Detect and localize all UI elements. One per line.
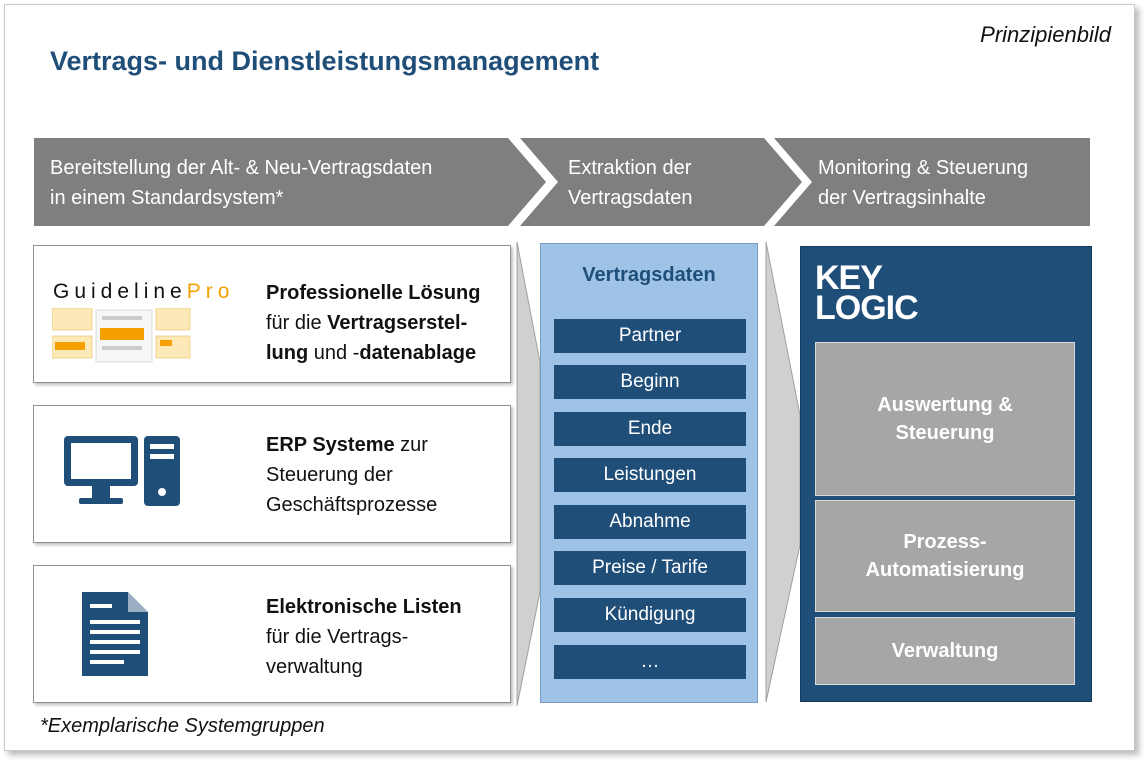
module-verwaltung: Verwaltung [815,617,1075,685]
funnel-left [516,241,541,707]
field-partner: Partner [554,319,746,353]
source-erp: ERP Systeme zur Steuerung der Geschäftsp… [33,405,511,543]
principle-tag: Prinzipienbild [980,22,1111,47]
field-more: … [554,645,746,679]
lists-description: Elektronische Listen für die Vertrags- v… [266,596,462,678]
process-chevrons [34,138,1090,226]
keylogic-panel: KEY LOGIC Auswertung &Steuerung Prozess-… [800,246,1092,702]
computer-icon [64,436,180,506]
contract-data-panel: Vertragsdaten Partner Beginn Ende Leistu… [540,243,758,703]
keylogic-logo: KEY LOGIC [815,259,919,327]
field-kuendigung: Kündigung [554,598,746,632]
field-abnahme: Abnahme [554,505,746,539]
guidelinepro-description: Professionelle Lösung für die Vertragser… [266,282,481,364]
field-preise-tarife: Preise / Tarife [554,551,746,585]
chevron-step-2 [520,138,802,226]
chevron-step-3 [774,138,1090,226]
source-lists: Elektronische Listen für die Vertrags- v… [33,565,511,703]
guidelinepro-logo: GuidelinePro [53,280,235,303]
module-auswertung-steuerung: Auswertung &Steuerung [815,342,1075,496]
contract-data-title: Vertragsdaten [582,264,716,286]
funnel-right [765,241,801,703]
field-beginn: Beginn [554,365,746,399]
guidelinepro-screenshot-icon [52,308,191,363]
chevron-step-1 [34,138,546,226]
page-title: Vertrags- und Dienstleistungsmanagement [50,46,600,76]
step-1-label: Bereitstellung der Alt- & Neu-Vertragsda… [50,157,433,209]
field-leistungen: Leistungen [554,458,746,492]
footnote: *Exemplarische Systemgruppen [40,715,325,737]
module-prozess-automatisierung: Prozess-Automatisierung [815,500,1075,612]
step-3-label: Monitoring & Steuerung der Vertragsinhal… [818,157,1029,209]
erp-description: ERP Systeme zur Steuerung der Geschäftsp… [266,434,438,516]
step-2-label: Extraktion der Vertragsdaten [568,157,693,209]
field-ende: Ende [554,412,746,446]
document-icon [82,592,148,676]
source-guidelinepro: GuidelinePro Professionelle Lösung für d… [33,245,511,383]
